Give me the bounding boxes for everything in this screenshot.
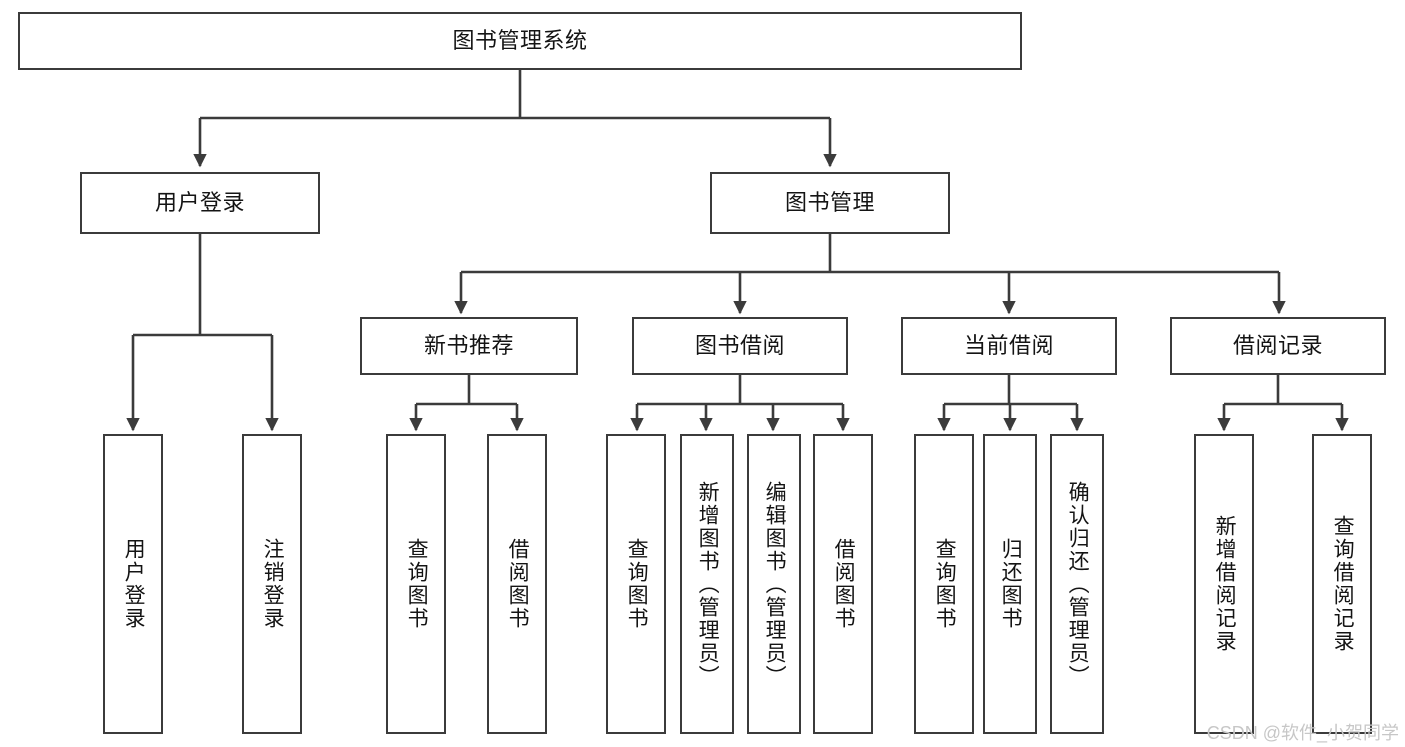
node-label: 查询借阅记录 <box>1331 515 1355 653</box>
leaf-current-borrow-query[interactable]: 查询图书 <box>914 434 974 734</box>
node-label: 图书管理 <box>784 189 875 215</box>
node-label: 借阅记录 <box>1232 332 1323 358</box>
node-label: 查询图书 <box>625 538 649 630</box>
leaf-new-book-query[interactable]: 查询图书 <box>386 434 446 734</box>
leaf-new-book-borrow[interactable]: 借阅图书 <box>487 434 547 734</box>
leaf-book-borrow-edit[interactable]: 编辑图书（管理员） <box>747 434 801 734</box>
node-label: 借阅图书 <box>506 538 530 630</box>
leaf-book-borrow-borrow[interactable]: 借阅图书 <box>813 434 873 734</box>
node-label: 新书推荐 <box>423 332 514 358</box>
node-new-book-recommend[interactable]: 新书推荐 <box>360 317 578 375</box>
node-label: 用户登录 <box>122 538 146 630</box>
node-label: 借阅图书 <box>832 538 856 630</box>
leaf-book-borrow-add[interactable]: 新增图书（管理员） <box>680 434 734 734</box>
node-label: 注销登录 <box>261 538 285 630</box>
node-label: 用户登录 <box>154 189 245 215</box>
node-book-management[interactable]: 图书管理 <box>710 172 950 234</box>
node-book-borrow[interactable]: 图书借阅 <box>632 317 848 375</box>
node-root-system[interactable]: 图书管理系统 <box>18 12 1022 70</box>
node-label: 当前借阅 <box>963 332 1054 358</box>
node-label: 查询图书 <box>933 538 957 630</box>
node-label: 新增借阅记录 <box>1213 515 1237 653</box>
node-label: 图书管理系统 <box>452 27 588 53</box>
node-label: 确认归还（管理员） <box>1066 480 1090 688</box>
node-current-borrow[interactable]: 当前借阅 <box>901 317 1117 375</box>
leaf-current-borrow-confirm[interactable]: 确认归还（管理员） <box>1050 434 1104 734</box>
node-label: 新增图书（管理员） <box>696 480 720 688</box>
leaf-current-borrow-return[interactable]: 归还图书 <box>983 434 1037 734</box>
node-borrow-record[interactable]: 借阅记录 <box>1170 317 1386 375</box>
node-label: 编辑图书（管理员） <box>763 480 787 688</box>
leaf-user-login-logout[interactable]: 注销登录 <box>242 434 302 734</box>
node-label: 归还图书 <box>999 538 1023 630</box>
node-user-login[interactable]: 用户登录 <box>80 172 320 234</box>
leaf-book-borrow-query[interactable]: 查询图书 <box>606 434 666 734</box>
leaf-user-login-login[interactable]: 用户登录 <box>103 434 163 734</box>
node-label: 查询图书 <box>405 538 429 630</box>
leaf-borrow-record-query[interactable]: 查询借阅记录 <box>1312 434 1372 734</box>
leaf-borrow-record-add[interactable]: 新增借阅记录 <box>1194 434 1254 734</box>
node-label: 图书借阅 <box>694 332 785 358</box>
